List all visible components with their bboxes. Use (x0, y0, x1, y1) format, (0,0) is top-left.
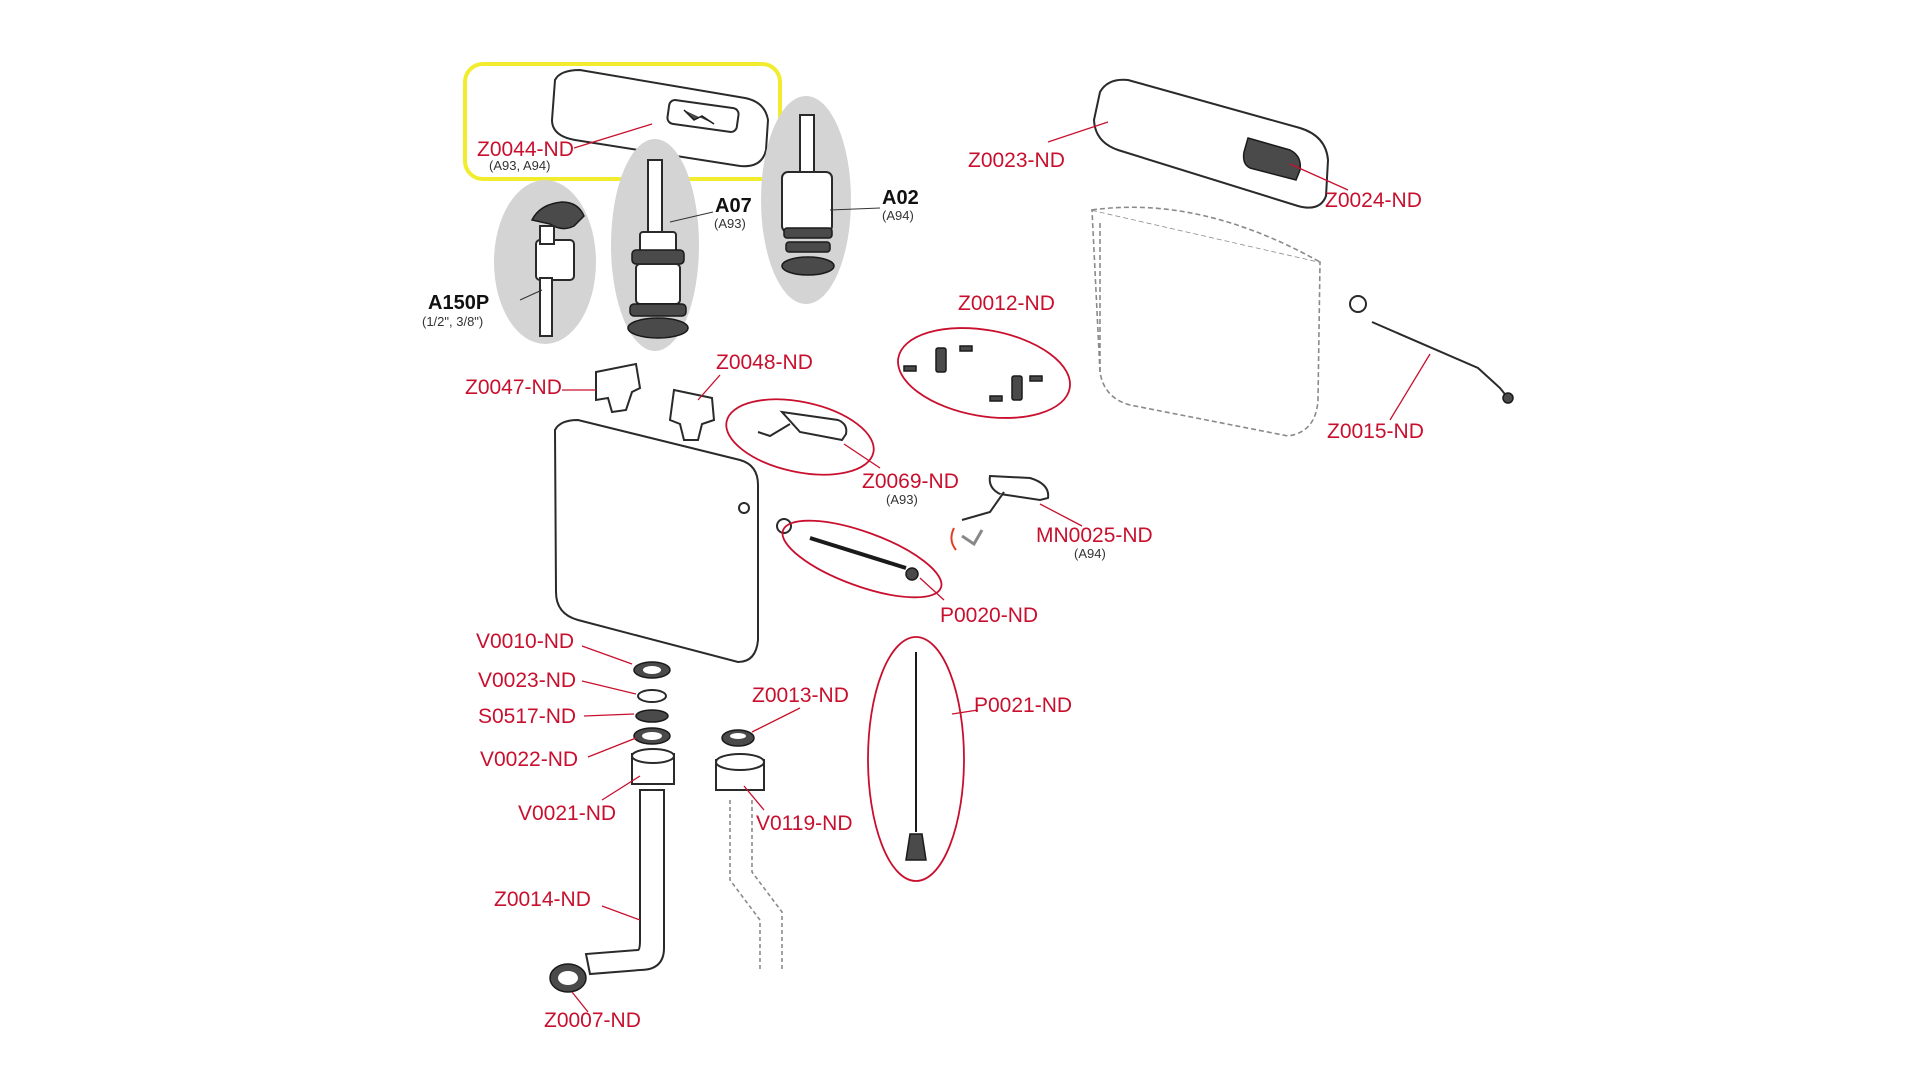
rod-p0020-part[interactable] (809, 536, 919, 581)
label-v0010: V0010-ND (476, 630, 574, 653)
lever-z0069-part[interactable] (757, 410, 848, 442)
label-z0044-sub: (A93, A94) (489, 158, 550, 173)
label-z0069: Z0069-ND (862, 470, 959, 493)
nut-v0022-part[interactable] (633, 727, 671, 745)
lid-z0044-part[interactable] (550, 68, 770, 168)
seal-z0007-part[interactable] (549, 963, 587, 993)
label-p0021: P0021-ND (974, 694, 1072, 717)
label-s0517: S0517-ND (478, 705, 576, 728)
label-v0021: V0021-ND (518, 802, 616, 825)
label-a150p: A150P (428, 292, 489, 314)
pipe-z0014-part[interactable] (584, 789, 665, 976)
label-p0020: P0020-ND (940, 604, 1038, 627)
cistern-body (553, 418, 759, 664)
label-a150p-sub: (1/2", 3/8") (422, 314, 483, 329)
overflow-cap (776, 518, 792, 534)
button-z0024-part[interactable] (1242, 137, 1302, 181)
washer-v0010-part[interactable] (633, 661, 671, 679)
label-z0014: Z0014-ND (494, 888, 591, 911)
ghost-cistern-assembly (1091, 206, 1321, 437)
label-a07: A07 (715, 195, 752, 217)
label-z0013: Z0013-ND (752, 684, 849, 707)
fill-valve-a150p-part[interactable] (530, 201, 585, 337)
z0069-kit-oval (725, 398, 875, 476)
ring-s0517-part[interactable] (635, 709, 669, 723)
label-z0047: Z0047-ND (465, 376, 562, 399)
label-z0015: Z0015-ND (1327, 420, 1424, 443)
flush-valve-a07-part[interactable] (627, 159, 689, 339)
label-z0024: Z0024-ND (1325, 189, 1422, 212)
leader-lines (519, 121, 1431, 1013)
ghost-pipe (729, 800, 783, 970)
lever-z0015-part[interactable] (1349, 295, 1514, 404)
label-z0023: Z0023-ND (968, 149, 1065, 172)
pull-rod-p0021-part[interactable] (905, 652, 927, 861)
label-v0023: V0023-ND (478, 669, 576, 692)
lever-mn0025-part[interactable] (961, 474, 1050, 521)
label-mn0025: MN0025-ND (1036, 524, 1153, 547)
label-z0012: Z0012-ND (958, 292, 1055, 315)
label-a02: A02 (882, 187, 919, 209)
ring-v0023-part[interactable] (637, 689, 667, 703)
label-z0048: Z0048-ND (716, 351, 813, 374)
flush-valve-a02-part[interactable] (781, 114, 835, 276)
p0020-kit-oval (781, 519, 943, 599)
logo-mark (950, 527, 984, 551)
label-a07-sub: (A93) (714, 216, 746, 231)
label-mn0025-sub: (A94) (1074, 546, 1106, 561)
z0012-kit-oval (897, 327, 1071, 419)
label-v0119: V0119-ND (756, 812, 853, 835)
bracket-z0048-part[interactable] (668, 388, 716, 441)
bracket-z0047-part[interactable] (595, 362, 642, 414)
p0021-kit-oval (867, 636, 965, 882)
label-a02-sub: (A94) (882, 208, 914, 223)
cover-z0023-part[interactable] (1092, 78, 1330, 209)
label-z0044: Z0044-ND (477, 138, 574, 161)
nut-z0013-part[interactable] (721, 729, 755, 747)
label-z0069-sub: (A93) (886, 492, 918, 507)
sleeve-v0119-part[interactable] (715, 753, 765, 791)
label-z0007: Z0007-ND (544, 1009, 641, 1032)
screws-kit-z0012-part[interactable] (903, 345, 1043, 402)
sleeve-v0021-part[interactable] (631, 748, 675, 785)
label-v0022: V0022-ND (480, 748, 578, 771)
